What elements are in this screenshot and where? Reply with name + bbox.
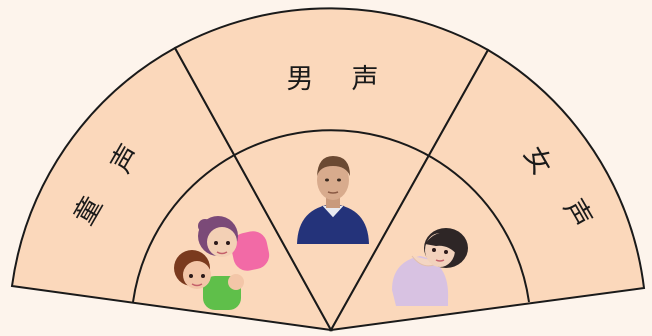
svg-text:男: 男 <box>287 64 314 95</box>
man-icon <box>297 156 369 244</box>
label-male: 男 声 <box>287 64 379 95</box>
woman-icon <box>392 228 468 306</box>
children-icon <box>174 216 270 310</box>
inner-arc <box>132 129 530 303</box>
svg-text:声: 声 <box>352 64 379 95</box>
